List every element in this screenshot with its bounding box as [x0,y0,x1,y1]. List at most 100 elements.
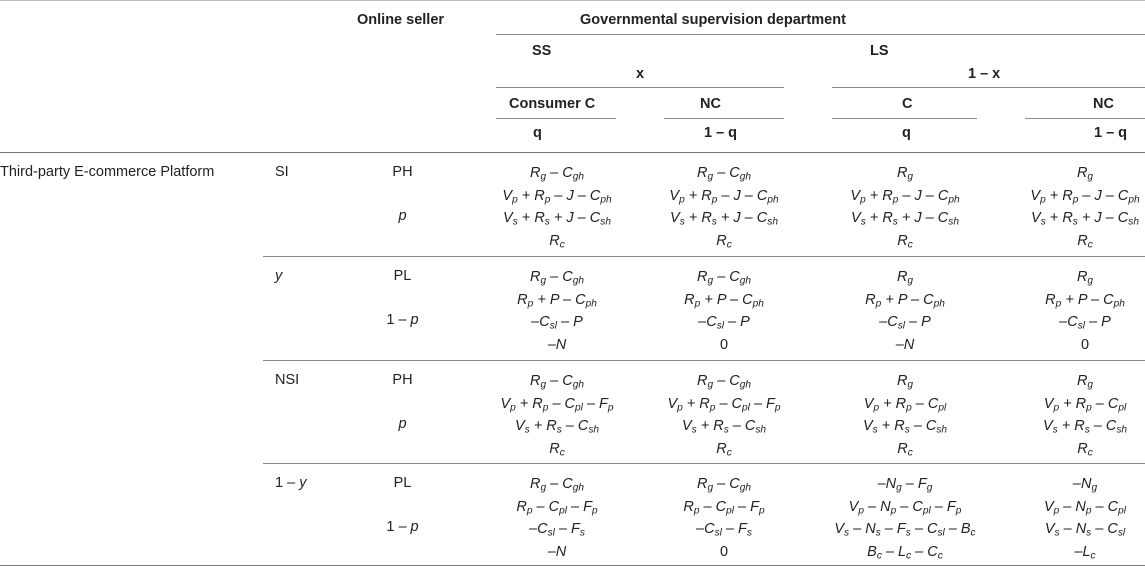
payoff-line: Rg – Cgh [697,373,751,391]
payoff-line: Rp + P – Cph [1045,291,1125,310]
c-ls-rule [832,118,977,119]
consumer-c-rule [496,118,616,119]
payoff-line: Vp + Rp – Cpl – Fp [500,395,614,414]
payoff-line: Rc [1077,232,1093,251]
one-minus-q-header-ls: 1 – q [1094,125,1128,141]
payoff-line: Rc [1077,440,1093,459]
platform-strategy-0: SI [275,164,289,180]
nc-ls-rule [1025,118,1145,119]
payoff-line: Vp + Rp – Cpl [1043,395,1127,414]
one-minus-q-header-ss: 1 – q [704,125,738,141]
payoff-line: Rg – Cgh [530,165,584,183]
payoff-line: –N [547,543,567,560]
payoff-line: Vs – Ns – Fs – Csl – Bc [834,521,976,539]
online-seller-header: Online seller [357,12,445,28]
seller-strategy-2: PH [392,372,413,388]
ss-rule [496,87,784,88]
payoff-line: Vs – Ns – Csl [1044,521,1126,539]
payoff-line: Rc [549,232,565,251]
payoff-line: Vp + Rp – Cpl – Fp [667,395,781,414]
platform-strategy-3: 1 – y [275,475,307,491]
payoff-line: Rc [549,440,565,459]
seller-probability-2: p [398,416,407,432]
payoff-line: –Lc [1074,543,1096,562]
payoff-line: Rp + P – Cph [517,291,597,310]
payoff-line: Vp + Rp – J – Cph [850,187,960,206]
payoff-line: Vp + Rp – J – Cph [502,187,612,206]
payoff-line: Rg [896,373,914,391]
one-minus-x-header: 1 – x [968,66,1001,82]
x-header: x [636,66,645,82]
seller-strategy-3: PL [393,475,412,491]
payoff-line: Rp – Cpl – Fp [516,498,598,517]
payoff-line: Vp – Np – Cpl [1043,498,1127,517]
payoff-line: –Csl – P [879,314,931,332]
payoff-line: –Csl – P [1059,314,1111,332]
payoff-line: 0 [719,336,729,353]
payoff-line: Vp – Np – Cpl – Fp [848,498,962,517]
ss-header: SS [532,43,552,59]
payoff-line: Vs + Rs + J – Csh [503,210,611,228]
payoff-line: Rp + P – Cph [684,291,764,310]
payoff-line: Rp – Cpl – Fp [683,498,765,517]
payoff-cell: –Ng – Fg Vp – Np – Cpl – Fp Vs – Ns – Fs –… [795,473,1015,563]
payoff-line: Rc [716,440,732,459]
payoff-line: Vs + Rs + J – Csh [1031,210,1139,228]
payoff-line: Rg [896,269,914,287]
payoff-line: Vs + Rs – Csh [681,418,767,436]
nc-header-ls: NC [1093,96,1114,112]
payoff-line: Rg [896,165,914,183]
header-bottom-rule [0,152,1145,153]
q-header-ls: q [902,125,911,141]
ls-rule [832,87,1145,88]
row-rule-2 [263,463,1145,464]
payoff-line: –Ng [1072,476,1098,494]
payoff-line: Rg [1076,373,1094,391]
ls-header: LS [870,43,889,59]
nc-header-ss: NC [700,96,721,112]
seller-probability-3: 1 – p [386,519,419,535]
payoff-line: Vs + Rs + J – Csh [851,210,959,228]
payoff-cell: –Ng Vp – Np – Cpl Vs – Ns – Csl –Lc [975,473,1145,563]
seller-strategy-0: PH [392,164,413,180]
q-header-ss: q [533,125,542,141]
payoff-line: 0 [1080,336,1090,353]
seller-probability-0: p [398,208,407,224]
payoff-line: Rc [897,232,913,251]
gov-dept-header: Governmental supervision department [580,12,846,28]
payoff-line: Vp + Rp – Cpl [863,395,947,414]
payoff-line: Bc – Lc – Cc [867,543,943,562]
payoff-line: Vp + Rp – J – Cph [1030,187,1140,206]
payoff-line: –Ng – Fg [877,476,933,494]
payoff-line: –Csl – P [531,314,583,332]
payoff-line: –Csl – Fs [529,521,585,539]
payoff-line: Vs + Rs – Csh [862,418,948,436]
row-rule-3 [0,565,1145,566]
c-header-ls: C [902,96,913,112]
payoff-line: Rg – Cgh [697,165,751,183]
payoff-line: 0 [719,543,729,560]
payoff-line: Rg – Cgh [530,476,584,494]
payoff-line: Rc [897,440,913,459]
payoff-cell: Rg – Cgh Rp – Cpl – Fp –Csl – Fs –N [447,473,667,563]
payoff-line: –N [895,336,915,353]
payoff-line: Rg – Cgh [697,269,751,287]
payoff-line: –N [547,336,567,353]
payoff-cell: Rg – Cgh Vp + Rp – J – Cph Vs + Rs + J – C… [447,162,667,252]
payoff-line: Vs + Rs – Csh [514,418,600,436]
payoff-line: Rg [1076,165,1094,183]
seller-strategy-1: PL [393,268,412,284]
gov-dept-rule [496,34,1145,35]
payoff-line: –Csl – Fs [696,521,752,539]
